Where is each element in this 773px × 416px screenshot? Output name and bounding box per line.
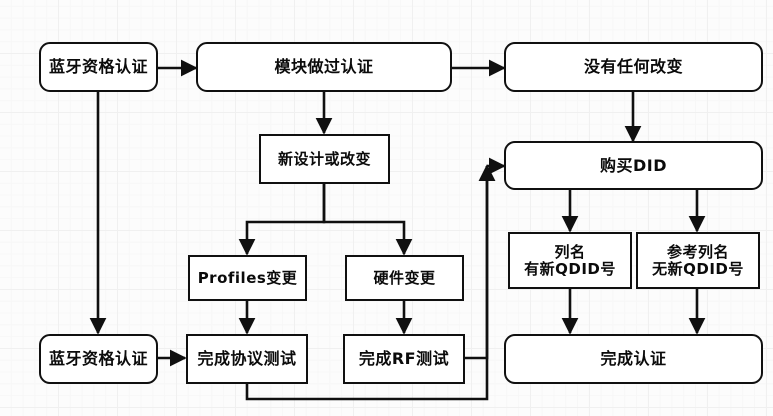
edge-new-design-to-profiles-change [238,184,326,256]
node-module-certified-label: 模块做过认证 [274,57,374,77]
node-bt-qual-top-label: 蓝牙资格认证 [48,57,148,77]
node-protocol-test-done-label: 完成协议测试 [197,349,297,369]
node-buy-did[interactable]: 购买DID [504,141,763,190]
node-no-change-label: 没有任何改变 [583,57,683,77]
node-rf-test-done[interactable]: 完成RF测试 [343,334,465,384]
edge-rf-test-to-buy-did [465,164,496,360]
node-rf-test-done-label: 完成RF测试 [358,349,450,369]
node-ref-listing-no-qdid-label: 参考列名 无新QDID号 [652,242,744,278]
node-hardware-change-label: 硬件变更 [373,268,436,287]
node-module-certified[interactable]: 模块做过认证 [196,42,452,92]
node-profiles-change-label: Profiles变更 [197,268,298,287]
node-bt-qual-top[interactable]: 蓝牙资格认证 [39,42,158,92]
node-listing-new-qdid[interactable]: 列名 有新QDID号 [508,232,632,289]
node-no-change[interactable]: 没有任何改变 [504,42,763,92]
node-certification-done[interactable]: 完成认证 [504,334,763,384]
edge-new-design-to-hardware-change [322,184,413,256]
node-new-design[interactable]: 新设计或改变 [259,134,390,184]
node-bt-qual-bottom[interactable]: 蓝牙资格认证 [39,334,158,384]
node-listing-new-qdid-label: 列名 有新QDID号 [524,242,616,278]
node-new-design-label: 新设计或改变 [277,149,371,168]
node-profiles-change[interactable]: Profiles变更 [188,255,307,301]
node-protocol-test-done[interactable]: 完成协议测试 [186,334,308,384]
node-hardware-change[interactable]: 硬件变更 [345,255,464,301]
node-ref-listing-no-qdid[interactable]: 参考列名 无新QDID号 [636,232,760,289]
node-bt-qual-bottom-label: 蓝牙资格认证 [48,349,148,369]
node-buy-did-label: 购买DID [599,155,668,175]
node-certification-done-label: 完成认证 [600,349,667,369]
